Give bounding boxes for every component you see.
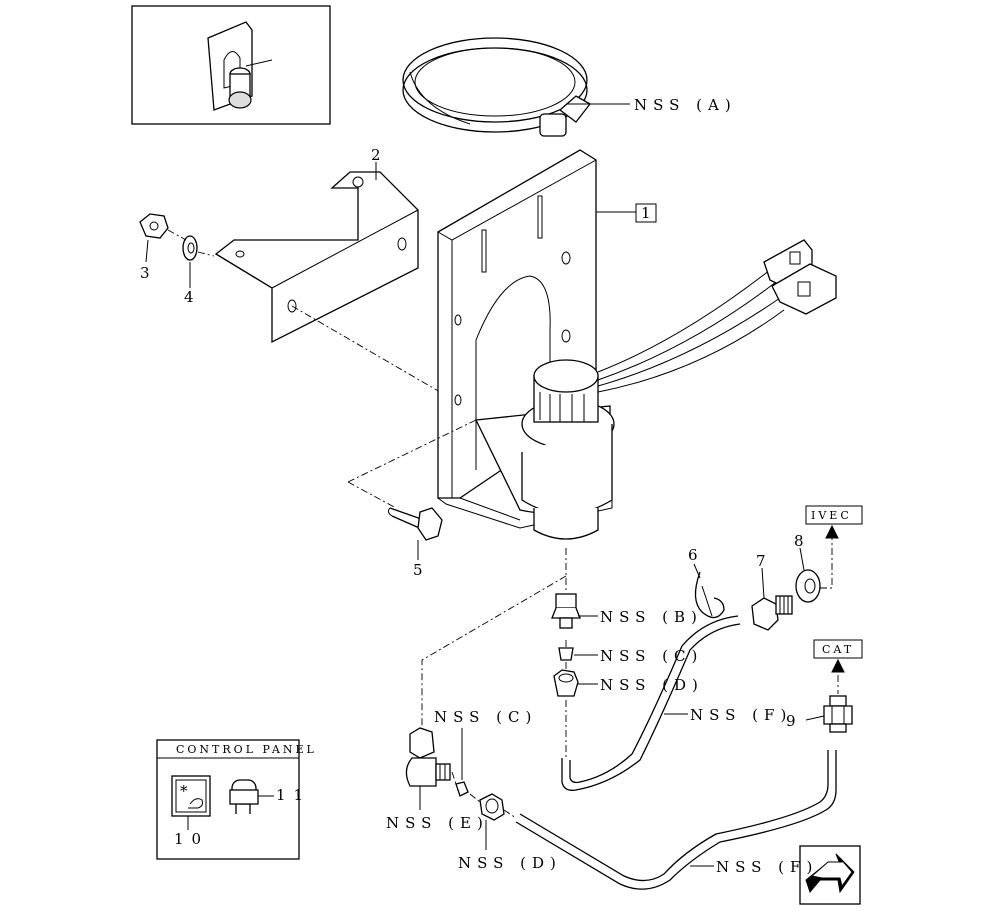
clip-6 <box>694 571 725 619</box>
washer-4 <box>182 235 198 261</box>
fitting-7 <box>751 595 793 631</box>
ferrule-c-lower <box>455 781 469 797</box>
callout-4: 4 <box>184 288 194 306</box>
callout-1-box <box>635 203 657 223</box>
elbow-fitting <box>405 727 451 787</box>
label-nss-c-upper: NSS (C) <box>600 647 703 665</box>
fitting-b <box>551 593 581 629</box>
nut-d-upper <box>553 669 579 697</box>
nut-d-lower <box>479 793 505 821</box>
callout-11: 11 <box>276 786 311 804</box>
control-switch-icon <box>171 775 211 817</box>
label-nss-e-left: NSS (E) <box>386 814 489 832</box>
ferrule-c-upper <box>558 647 574 661</box>
cat-label: CAT <box>822 643 854 656</box>
inset-overview <box>131 5 331 125</box>
label-nss-c-lower: NSS (C) <box>434 708 537 726</box>
callout-6: 6 <box>688 546 698 564</box>
fitting-9 <box>823 695 853 733</box>
sensor-body <box>475 359 615 540</box>
cat-tag <box>813 639 863 659</box>
nut-3 <box>139 213 169 239</box>
bracket-2 <box>214 171 419 344</box>
label-nss-f-lower: NSS (F) <box>716 858 818 876</box>
callout-8: 8 <box>794 532 804 550</box>
callout-10: 10 <box>174 830 209 848</box>
callout-2: 2 <box>371 146 381 164</box>
svg-text:*: * <box>180 782 188 800</box>
label-nss-b: NSS (B) <box>600 608 703 626</box>
pipe-lower <box>515 750 837 890</box>
label-nss-d-upper: NSS (D) <box>600 676 704 694</box>
hose-clamp <box>402 37 630 137</box>
washer-8 <box>795 569 821 603</box>
callout-1: 1 <box>641 204 651 222</box>
label-nss-a: NSS (A) <box>634 96 737 114</box>
pipe-upper <box>561 615 741 791</box>
callout-5: 5 <box>413 561 423 579</box>
bolt-5 <box>387 507 443 541</box>
callout-7: 7 <box>756 552 766 570</box>
callout-3: 3 <box>140 264 150 282</box>
control-panel-title: CONTROL PANEL <box>176 743 317 756</box>
callout-9: 9 <box>786 712 796 730</box>
wiring-harness <box>597 239 837 393</box>
label-nss-f-upper: NSS (F) <box>690 706 792 724</box>
label-nss-d-lower: NSS (D) <box>458 854 562 872</box>
control-panel-box: * <box>156 739 300 860</box>
ivec-label: IVEC <box>811 509 852 522</box>
next-page-arrow-icon[interactable] <box>799 845 861 905</box>
ivec-tag <box>805 505 863 525</box>
